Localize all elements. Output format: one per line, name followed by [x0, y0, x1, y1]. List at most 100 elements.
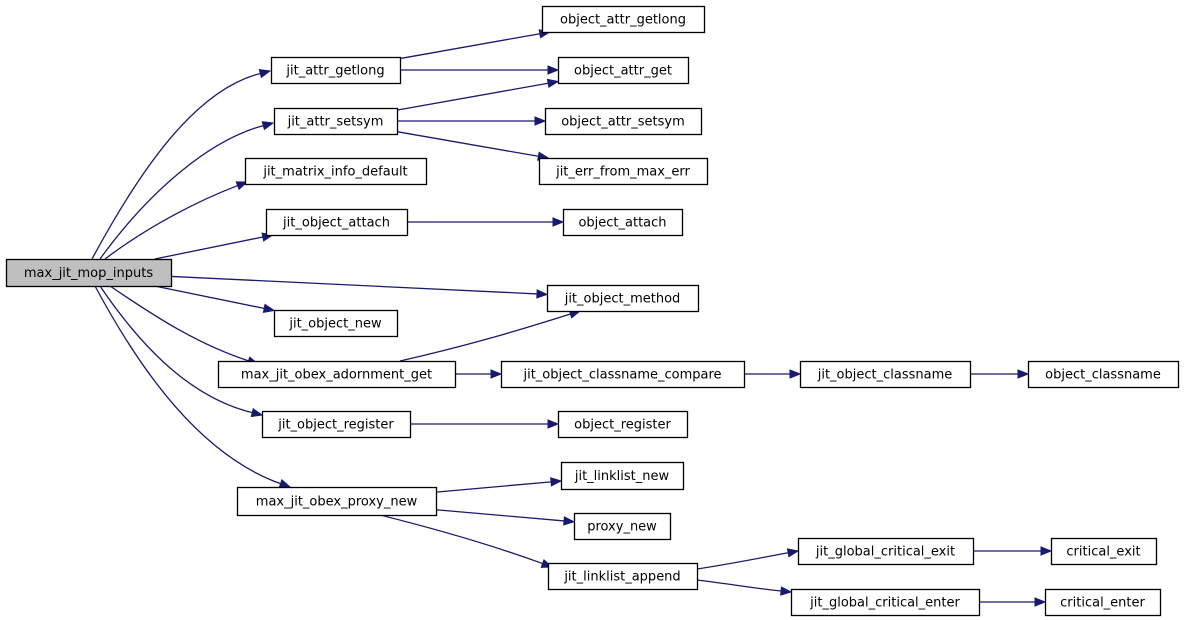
node-label: jit_object_new	[288, 317, 382, 332]
node-box	[5, 258, 173, 288]
edge-line-max_jit_obex_proxy_new-to-proxy_new	[435, 509, 565, 522]
node-jit-object-method[interactable]: jit_object_method	[546, 284, 700, 313]
edge-jit_object_attach-to-object_attach	[407, 217, 565, 227]
edge-arrowhead-max_jit_obex_proxy_new-to-jit_linklist_new	[550, 477, 563, 487]
node-object-attr-getlong[interactable]: object_attr_getlong	[541, 5, 706, 34]
node-box	[1050, 537, 1158, 566]
node-jit-err-from-max-err[interactable]: jit_err_from_max_err	[538, 157, 709, 186]
node-jit-attr-getlong[interactable]: jit_attr_getlong	[270, 56, 402, 85]
node-object-attr-setsym[interactable]: object_attr_setsym	[544, 107, 703, 136]
edge-jit_global_critical_enter-to-critical_enter	[979, 597, 1047, 607]
node-object-classname[interactable]: object_classname	[1027, 360, 1180, 389]
node-label: jit_object_register	[277, 418, 394, 433]
edge-max_jit_mop_inputs-to-jit_matrix_info_default	[104, 181, 249, 260]
node-critical-enter[interactable]: critical_enter	[1044, 588, 1162, 617]
edge-line-max_jit_mop_inputs-to-jit_attr_setsym	[99, 124, 264, 260]
node-box	[265, 208, 409, 237]
edge-jit_object_register-to-object_register	[410, 419, 560, 429]
node-box	[261, 410, 412, 439]
node-box	[562, 208, 684, 237]
node-label: critical_enter	[1060, 596, 1145, 611]
edge-line-max_jit_mop_inputs-to-max_jit_obex_proxy_new	[94, 285, 281, 485]
edge-arrowhead-jit_object_classname_compare-to-jit_object_classname	[789, 369, 802, 379]
node-box	[244, 157, 428, 186]
edge-arrowhead-jit_attr_getlong-to-object_attr_get	[547, 65, 560, 75]
node-label: jit_object_classname	[817, 368, 953, 383]
node-label: jit_attr_setsym	[287, 115, 384, 130]
node-jit-object-register[interactable]: jit_object_register	[261, 410, 412, 439]
node-label: max_jit_obex_proxy_new	[256, 495, 418, 510]
node-label: object_attach	[578, 216, 666, 231]
edge-line-max_jit_mop_inputs-to-jit_object_attach	[154, 236, 263, 260]
node-jit-object-new[interactable]: jit_object_new	[273, 309, 399, 338]
node-box	[546, 284, 700, 313]
node-label: jit_matrix_info_default	[262, 165, 407, 180]
edge-max_jit_mop_inputs-to-jit_object_new	[154, 285, 276, 313]
node-label: object_register	[574, 418, 671, 433]
node-box	[538, 157, 709, 186]
edge-arrowhead-max_jit_mop_inputs-to-jit_attr_getlong	[258, 68, 272, 79]
edge-jit_attr_setsym-to-object_attr_setsym	[397, 116, 547, 126]
node-label: object_attr_setsym	[561, 115, 685, 130]
node-object-attr-get[interactable]: object_attr_get	[557, 56, 690, 85]
edge-jit_object_classname_compare-to-jit_object_classname	[744, 369, 802, 379]
node-label: max_jit_obex_adornment_get	[241, 368, 432, 383]
edge-max_jit_mop_inputs-to-max_jit_obex_adornment_get	[109, 285, 260, 366]
node-jit-global-critical-enter[interactable]: jit_global_critical_enter	[790, 588, 981, 617]
node-max-jit-obex-proxy-new[interactable]: max_jit_obex_proxy_new	[236, 486, 438, 517]
node-label: max_jit_mop_inputs	[24, 266, 153, 281]
node-label: jit_global_critical_enter	[809, 596, 960, 611]
node-box	[790, 588, 981, 617]
node-critical-exit[interactable]: critical_exit	[1050, 537, 1158, 566]
edge-arrowhead-jit_object_register-to-object_register	[547, 419, 560, 429]
edge-arrowhead-jit_object_classname-to-object_classname	[1017, 369, 1030, 379]
edge-line-max_jit_mop_inputs-to-jit_object_register	[99, 285, 253, 414]
node-max-jit-obex-adornment-get[interactable]: max_jit_obex_adornment_get	[217, 360, 457, 389]
node-object-attach[interactable]: object_attach	[562, 208, 684, 237]
node-jit-attr-setsym[interactable]: jit_attr_setsym	[273, 107, 399, 136]
node-box	[557, 410, 689, 439]
edge-arrowhead-jit_object_attach-to-object_attach	[552, 217, 565, 227]
node-jit-matrix-info-default[interactable]: jit_matrix_info_default	[244, 157, 428, 186]
node-jit-object-classname[interactable]: jit_object_classname	[799, 360, 972, 389]
node-box	[270, 56, 402, 85]
node-box	[560, 461, 685, 491]
edge-max_jit_mop_inputs-to-jit_attr_setsym	[99, 121, 275, 260]
edge-arrowhead-max_jit_mop_inputs-to-max_jit_obex_proxy_new	[278, 479, 292, 488]
edge-arrowhead-max_jit_obex_proxy_new-to-proxy_new	[563, 516, 576, 526]
edge-max_jit_obex_adornment_get-to-jit_object_method	[399, 309, 582, 362]
edge-max_jit_obex_adornment_get-to-jit_object_classname_compare	[455, 369, 503, 379]
node-box	[797, 537, 975, 566]
edge-line-max_jit_obex_proxy_new-to-jit_linklist_append	[379, 514, 543, 565]
node-label: jit_object_attach	[282, 216, 390, 231]
edge-arrowhead-jit_global_critical_exit-to-critical_exit	[1040, 546, 1053, 556]
node-box	[547, 562, 699, 591]
edge-jit_linklist_append-to-jit_global_critical_enter	[696, 579, 793, 596]
node-proxy-new[interactable]: proxy_new	[573, 512, 672, 541]
edge-jit_attr_getlong-to-object_attr_get	[400, 65, 560, 75]
edge-jit_linklist_append-to-jit_global_critical_exit	[696, 548, 800, 570]
node-jit-object-attach[interactable]: jit_object_attach	[265, 208, 409, 237]
node-box	[1027, 360, 1180, 389]
node-label: object_attr_get	[574, 64, 672, 79]
edge-line-max_jit_mop_inputs-to-jit_matrix_info_default	[104, 184, 238, 260]
node-object-register[interactable]: object_register	[557, 410, 689, 439]
node-label: jit_object_classname_compare	[522, 368, 721, 383]
node-label: jit_global_critical_exit	[815, 545, 955, 560]
edge-line-max_jit_mop_inputs-to-max_jit_obex_adornment_get	[109, 285, 249, 362]
node-jit-object-classname-compare[interactable]: jit_object_classname_compare	[500, 360, 746, 389]
edge-line-max_jit_obex_adornment_get-to-jit_object_method	[399, 313, 571, 362]
node-jit-linklist-append[interactable]: jit_linklist_append	[547, 562, 699, 591]
node-jit-linklist-new[interactable]: jit_linklist_new	[560, 461, 685, 491]
edge-arrowhead-max_jit_mop_inputs-to-jit_object_register	[250, 407, 264, 418]
node-label: jit_linklist_new	[574, 469, 670, 484]
node-label: object_classname	[1045, 368, 1161, 383]
node-label: jit_err_from_max_err	[555, 165, 690, 180]
edge-line-max_jit_mop_inputs-to-jit_object_new	[154, 285, 265, 310]
node-max-jit-mop-inputs[interactable]: max_jit_mop_inputs	[5, 258, 173, 288]
edge-line-max_jit_mop_inputs-to-jit_attr_getlong	[91, 72, 261, 260]
edge-max_jit_mop_inputs-to-jit_object_attach	[154, 232, 274, 260]
node-label: critical_exit	[1066, 545, 1140, 560]
node-jit-global-critical-exit[interactable]: jit_global_critical_exit	[797, 537, 975, 566]
